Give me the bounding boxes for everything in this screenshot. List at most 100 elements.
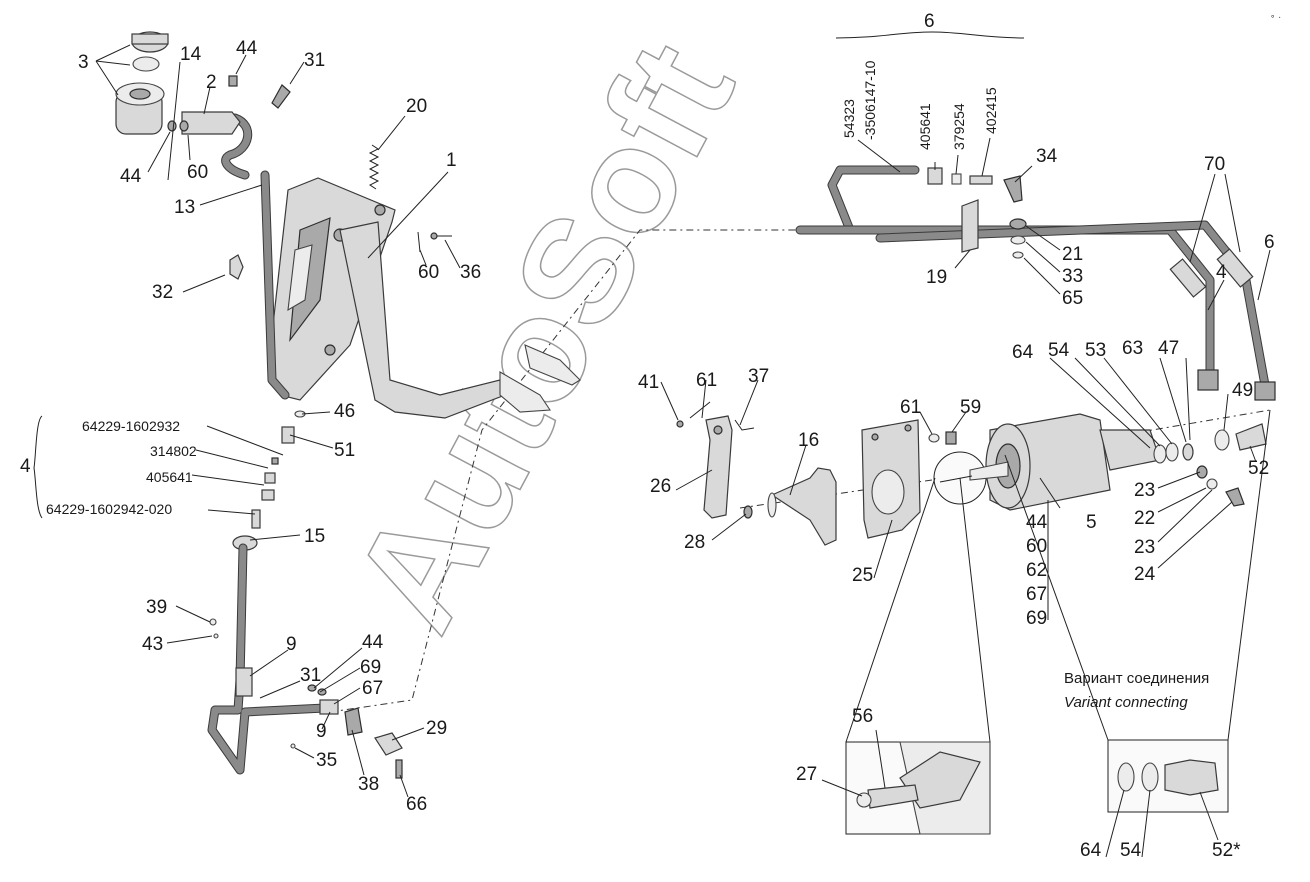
leader-lines xyxy=(33,44,1271,858)
detail-box-pushrod xyxy=(845,477,991,835)
label-69-booster: 69 xyxy=(1026,608,1047,629)
part-number-64229-1602932: 64229-1602932 xyxy=(82,418,180,434)
corner-mark: ° . xyxy=(1270,10,1282,23)
fitting-pipe-6 xyxy=(1254,381,1276,401)
variant-title-en: Variant connecting xyxy=(1064,694,1188,711)
protective-springs-70 xyxy=(1169,248,1254,298)
part-number-3506147-10: -3506147-10 xyxy=(862,60,878,140)
label-70: 70 xyxy=(1204,154,1225,175)
top-pipe-fittings xyxy=(927,167,1023,203)
rubber-pad-32 xyxy=(229,254,244,280)
label-22: 22 xyxy=(1134,508,1155,529)
label-66: 66 xyxy=(406,794,427,815)
part-number-379254: 379254 xyxy=(951,103,967,150)
label-44-left: 44 xyxy=(120,166,142,187)
label-33: 33 xyxy=(1062,266,1083,287)
label-6-right: 6 xyxy=(1264,232,1275,253)
part-number-labels: 64229-1602932 314802 405641 64229-160294… xyxy=(46,60,999,517)
part-number-402415: 402415 xyxy=(983,87,999,134)
label-20: 20 xyxy=(406,96,427,117)
label-37: 37 xyxy=(748,366,769,387)
label-60-pin: 60 xyxy=(418,262,439,283)
variant-title-ru: Вариант соединения xyxy=(1064,670,1209,687)
label-46: 46 xyxy=(334,401,355,422)
bolt-59-washer-61 xyxy=(928,431,957,445)
lower-pipe-line xyxy=(207,543,330,775)
label-19: 19 xyxy=(926,267,947,288)
label-36: 36 xyxy=(460,262,481,283)
nut-44 xyxy=(228,75,238,87)
clip-31 xyxy=(271,84,291,109)
label-51: 51 xyxy=(334,440,355,461)
label-14: 14 xyxy=(180,44,202,65)
label-69-lower: 69 xyxy=(360,657,381,678)
label-61-fork: 61 xyxy=(696,370,717,391)
part-number-405641-top: 405641 xyxy=(917,103,933,150)
pedal-tube-13 xyxy=(260,170,290,400)
label-38: 38 xyxy=(358,774,379,795)
label-64: 64 xyxy=(1012,342,1034,363)
label-27: 27 xyxy=(796,764,817,785)
label-26: 26 xyxy=(650,476,671,497)
label-60-booster: 60 xyxy=(1026,536,1047,557)
label-4-pipe: 4 xyxy=(1216,262,1227,283)
label-29: 29 xyxy=(426,718,447,739)
label-1: 1 xyxy=(446,150,457,171)
label-4-brace: 4 xyxy=(20,456,31,477)
label-59: 59 xyxy=(960,397,981,418)
pipe-clamp-9 xyxy=(235,667,253,697)
label-23-upper: 23 xyxy=(1134,480,1155,501)
label-43: 43 xyxy=(142,634,163,655)
label-35: 35 xyxy=(316,750,337,771)
label-6-top: 6 xyxy=(924,11,935,32)
variant-box xyxy=(1004,409,1271,813)
label-61-plate: 61 xyxy=(900,397,921,418)
label-49: 49 xyxy=(1232,380,1253,401)
hose-clamp xyxy=(181,111,241,135)
label-31-top: 31 xyxy=(304,50,325,71)
label-5: 5 xyxy=(1086,512,1097,533)
label-21: 21 xyxy=(1062,244,1083,265)
label-64-variant: 64 xyxy=(1080,840,1102,861)
label-44-booster: 44 xyxy=(1026,512,1048,533)
label-60-left: 60 xyxy=(187,162,208,183)
label-53: 53 xyxy=(1085,340,1106,361)
clutch-booster-5 xyxy=(939,413,1161,511)
label-24: 24 xyxy=(1134,564,1156,585)
label-16: 16 xyxy=(798,430,819,451)
label-47: 47 xyxy=(1158,338,1179,359)
pipe-fitting-group xyxy=(307,684,403,779)
part-number-64229-1602942-020: 64229-1602942-020 xyxy=(46,501,172,517)
callout-labels: 3 14 44 31 2 44 60 13 20 1 60 36 32 46 5… xyxy=(20,11,1275,861)
label-54-variant: 54 xyxy=(1120,840,1142,861)
label-44-top: 44 xyxy=(236,38,258,59)
top-pipe-6 xyxy=(827,165,920,235)
brace-6 xyxy=(835,31,1025,39)
master-pipe-assembly xyxy=(232,410,306,551)
label-34: 34 xyxy=(1036,146,1058,167)
label-28: 28 xyxy=(684,532,705,553)
label-63: 63 xyxy=(1122,338,1143,359)
label-9-lower: 9 xyxy=(316,721,327,742)
label-41: 41 xyxy=(638,372,659,393)
booster-end-parts xyxy=(1153,423,1267,507)
clutch-pedal-arm xyxy=(339,221,581,419)
label-23-lower: 23 xyxy=(1134,537,1155,558)
fitting-pipe-4 xyxy=(1197,369,1219,391)
label-54: 54 xyxy=(1048,340,1070,361)
label-15: 15 xyxy=(304,526,325,547)
boot-16 xyxy=(767,467,837,546)
label-52: 52 xyxy=(1248,458,1269,479)
return-spring-20 xyxy=(368,144,380,190)
washers-21-33-65 xyxy=(1009,218,1027,259)
label-13: 13 xyxy=(174,197,195,218)
label-52-variant: 52* xyxy=(1212,840,1241,861)
fluid-reservoir xyxy=(115,31,169,135)
label-3: 3 xyxy=(78,52,89,73)
label-25: 25 xyxy=(852,565,873,586)
label-9-upper: 9 xyxy=(286,634,297,655)
part-number-314802: 314802 xyxy=(150,443,197,459)
label-67-booster: 67 xyxy=(1026,584,1047,605)
label-32: 32 xyxy=(152,282,173,303)
